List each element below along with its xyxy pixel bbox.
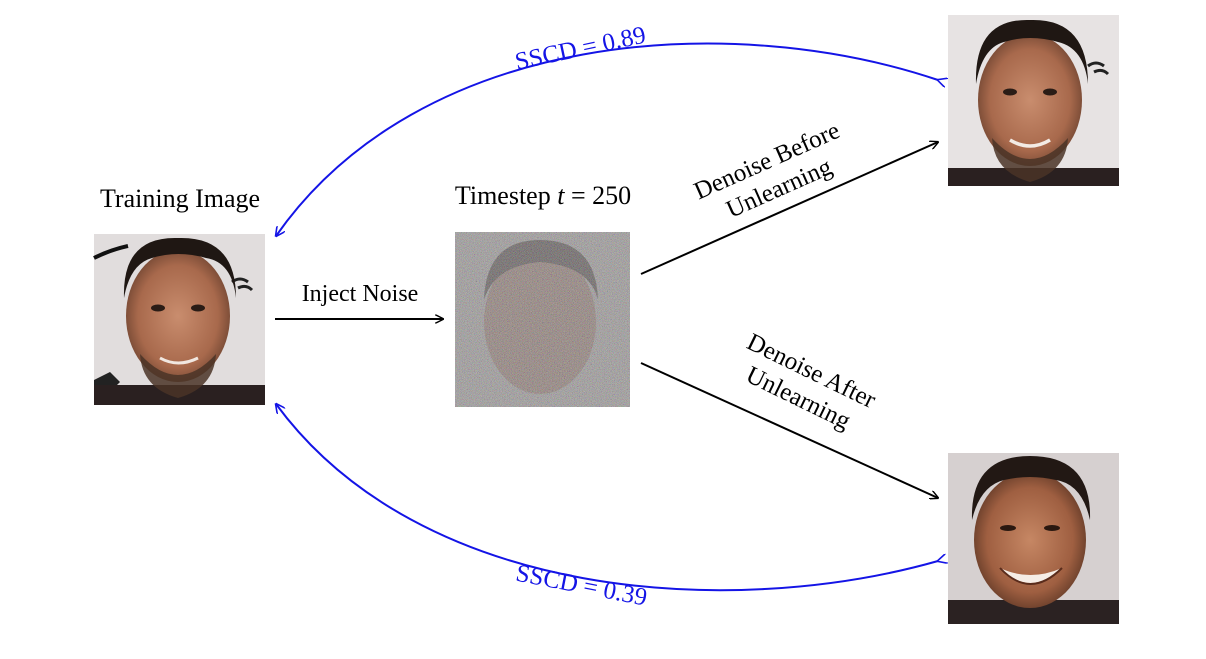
sscd-bottom-arrow (276, 404, 938, 592)
sscd-top-label: SSCD = 0.89 (513, 22, 649, 76)
training-image (93, 234, 265, 405)
result-before-unlearning (948, 15, 1119, 186)
timestep-prefix: Timestep (455, 181, 557, 210)
sscd-bottom-label: SSCD = 0.39 (514, 560, 650, 612)
timestep-value: = 250 (564, 181, 631, 210)
sscd-top-arrow (276, 42, 938, 236)
result-after-unlearning (948, 453, 1119, 624)
inject-noise-label: Inject Noise (302, 281, 419, 307)
training-image-label: Training Image (100, 184, 260, 213)
noisy-image (455, 232, 630, 407)
timestep-label: Timestep t = 250 (455, 181, 631, 210)
denoise-after-label: Denoise After Unlearning (742, 329, 881, 436)
timestep-variable: t (557, 181, 565, 210)
